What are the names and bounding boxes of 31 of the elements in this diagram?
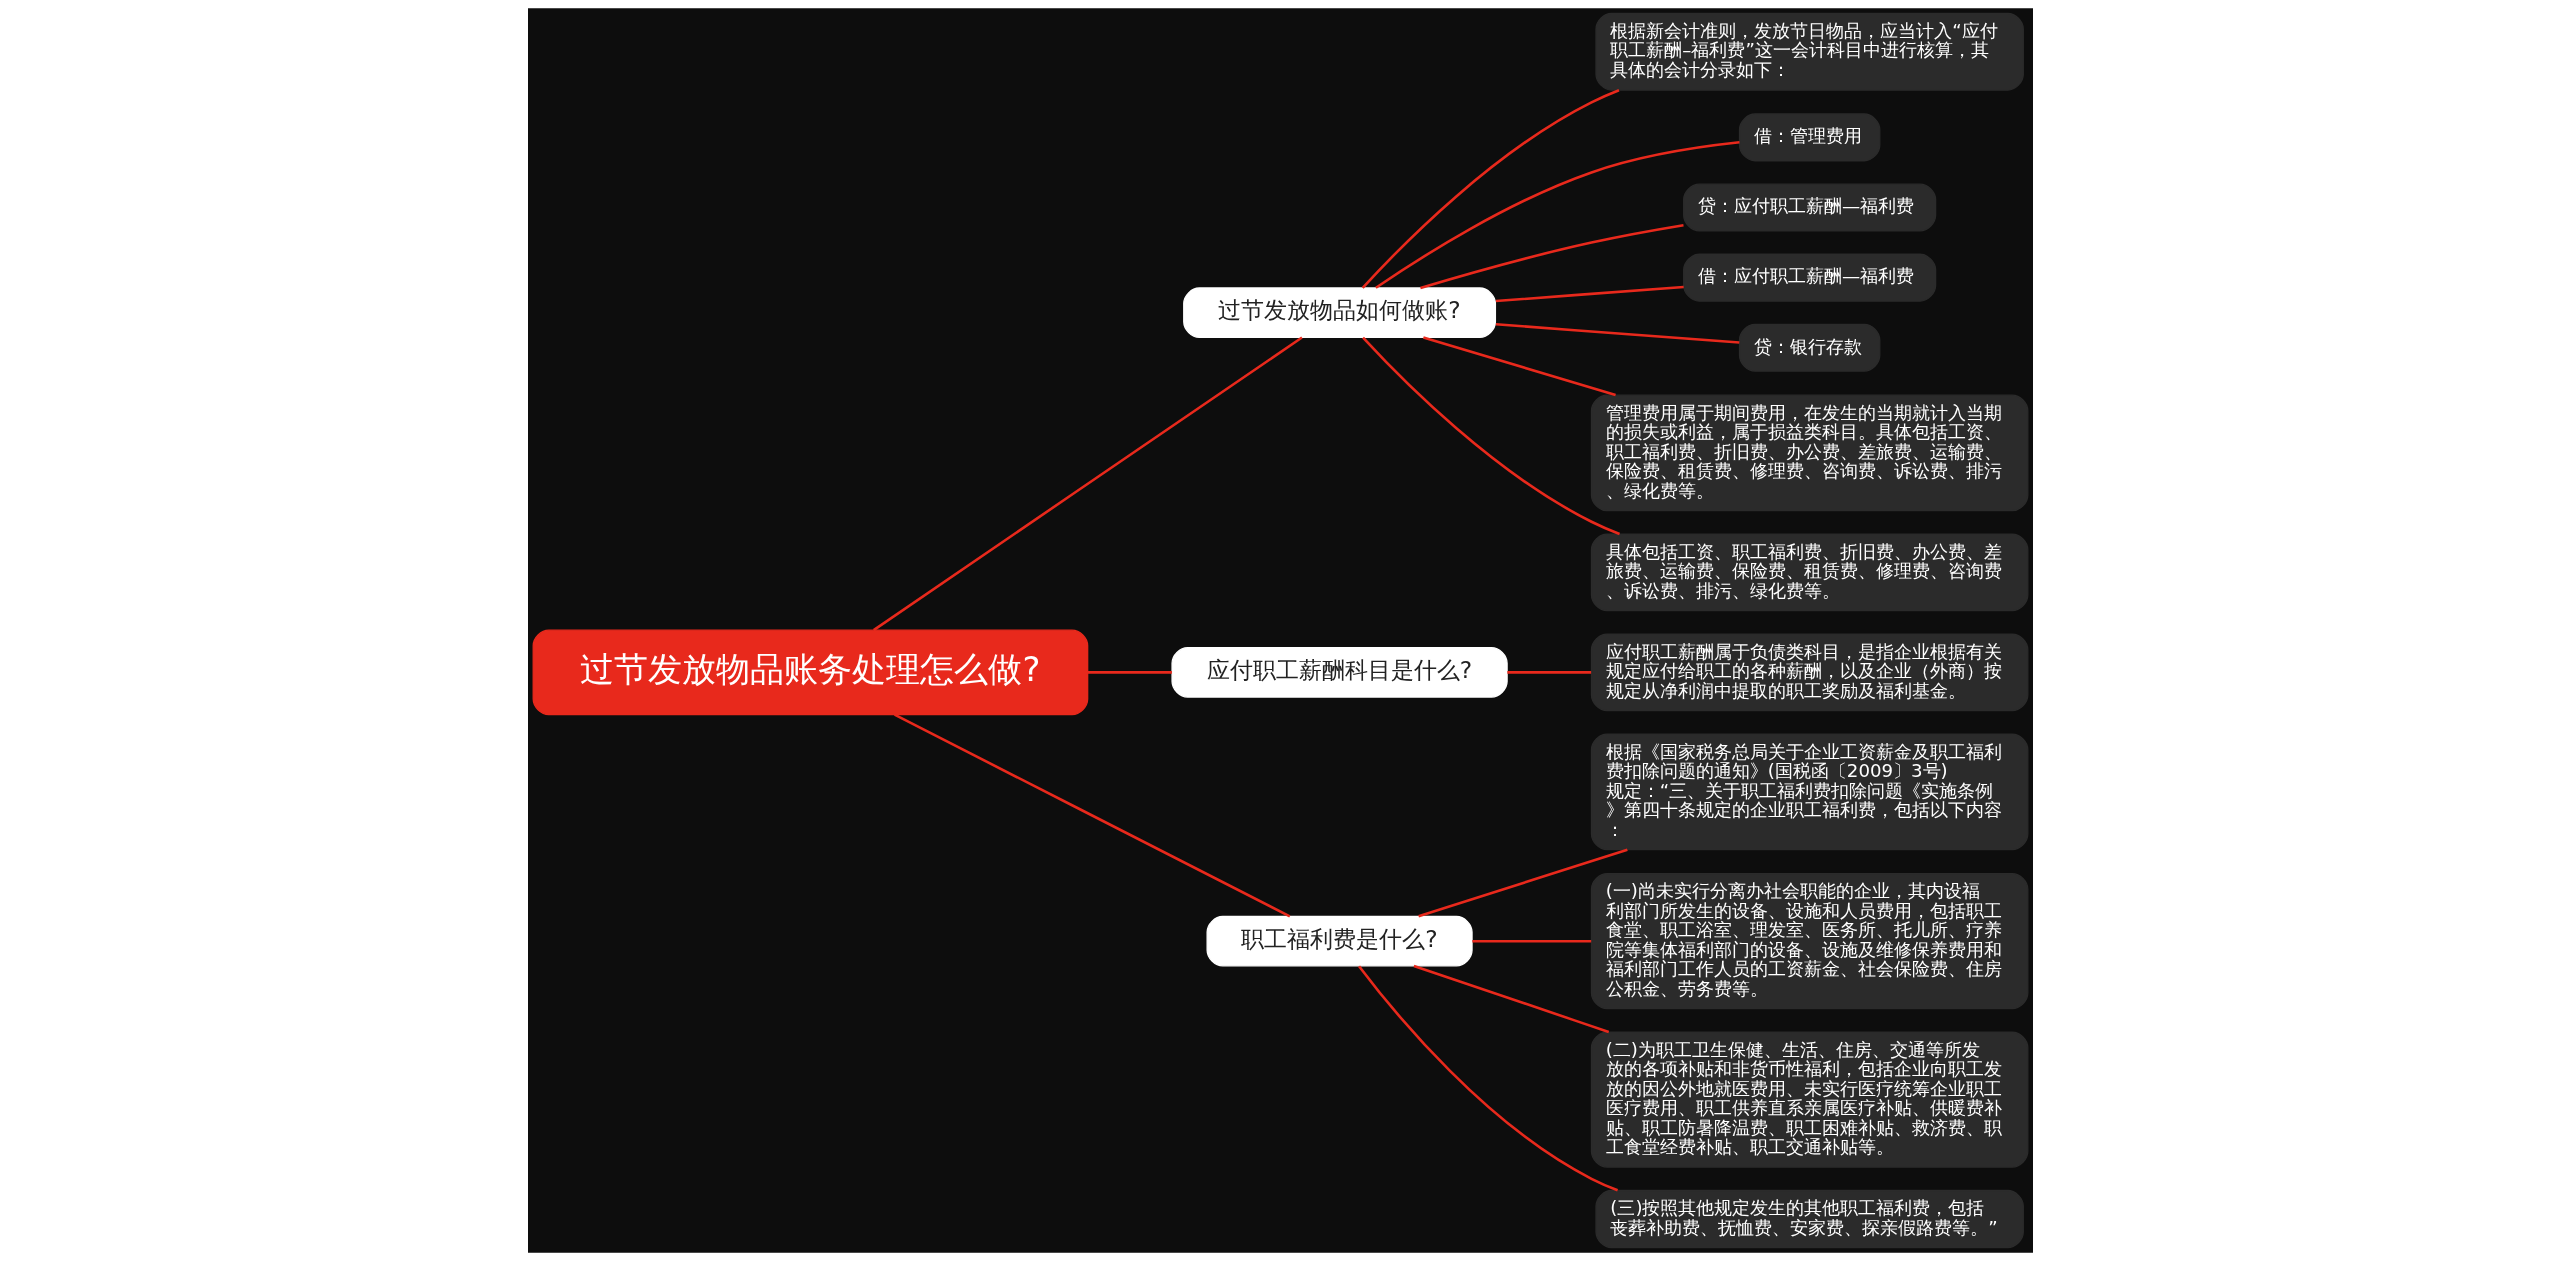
connector: [1417, 848, 1628, 918]
connector: [1506, 671, 1591, 674]
connector: [1413, 964, 1609, 1034]
connector: [1374, 141, 1740, 289]
connector: [872, 336, 1303, 632]
node-box: (一)尚未实行分离办社会职能的企业，其内设福利部门所发生的设备、设施和人员费用，包括职工食堂、职工浴室、理发室、医务所、托儿所、疗养院等集体福利部门的设备、设施及维修保养费用和福利部门工作人员的工资薪金、社会保险费、住房公积金、劳务费等。: [1590, 873, 2028, 1010]
node-box: 借：管理费用: [1738, 113, 1880, 162]
connector: [1471, 939, 1591, 943]
connector: [1495, 323, 1739, 344]
connector: [1422, 336, 1616, 397]
node-box: (三)按照其他规定发生的其他职工福利费，包括丧葬补助费、抚恤费、安家费、探亲假路费等。”: [1594, 1189, 2024, 1249]
node-box: 应付职工薪酬属于负债类科目，是指企业根据有关规定应付给职工的各种薪酬，以及企业（外商）按规定从净利润中提取的职工奖励及福利基金。: [1590, 633, 2028, 712]
node-box: 过节发放物品如何做账?: [1182, 287, 1496, 338]
node-box: 管理费用属于期间费用，在发生的当期就计入当期的损失或利益，属于损益类科目。具体包括工资、职工福利费、折旧费、办公费、差旅费、运输费、保险费、租赁费、修理费、咨询费、诉讼费、排污、绿化费等。: [1590, 394, 2028, 512]
node-box: 过节发放物品账务处理怎么做?: [532, 629, 1088, 716]
connector: [893, 713, 1290, 918]
node-box: 贷：银行存款: [1738, 323, 1880, 372]
connector: [1361, 88, 1619, 289]
node-box: 贷：应付职工薪酬—福利费: [1682, 183, 1936, 232]
node-box: 借：应付职工薪酬—福利费: [1682, 253, 1936, 302]
connector: [1361, 336, 1620, 536]
node-box: 职工福利费是什么?: [1206, 915, 1473, 967]
connector: [1087, 671, 1172, 674]
connector: [1357, 965, 1618, 1192]
connector: [1495, 285, 1684, 303]
connector: [1419, 223, 1684, 290]
node-box: 根据《国家税务总局关于企业工资薪金及职工福利费扣除问题的通知》(国税函〔2009〕3号)规定：“三、关于职工福利费扣除问题《实施条例》第四十条规定的企业职工福利费，包括以下内容：: [1590, 733, 2028, 851]
node-box: 根据新会计准则，发放节日物品，应当计入“应付职工薪酬–福利费”这一会计科目中进行核算，其具体的会计分录如下：: [1594, 12, 2024, 91]
node-box: 具体包括工资、职工福利费、折旧费、办公费、差旅费、运输费、保险费、租赁费、修理费、咨询费、诉讼费、排污、绿化费等。: [1590, 533, 2028, 612]
node-box: (二)为职工卫生保健、生活、住房、交通等所发放的各项补贴和非货币性福利，包括企业向职工发放的因公外地就医费用、未实行医疗统筹企业职工医疗费用、职工供养直系亲属医疗补贴、供暖费补贴、职工防暑降温费、职工困难补贴、救济费、职工食堂经费补贴、职工交通补贴等。: [1590, 1031, 2028, 1168]
node-box: 应付职工薪酬科目是什么?: [1170, 647, 1508, 698]
